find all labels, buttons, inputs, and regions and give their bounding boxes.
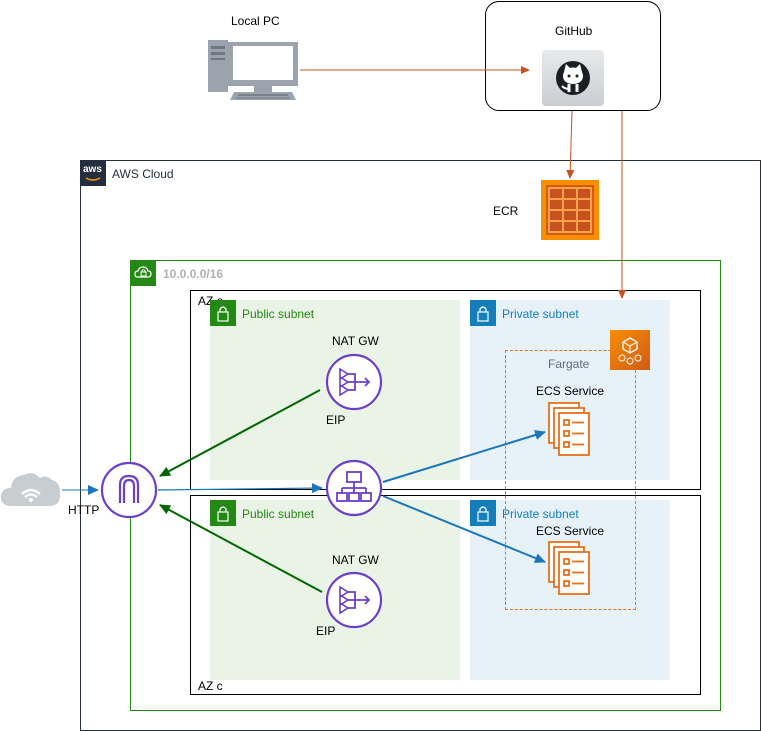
load-balancer-icon [325,459,383,520]
fargate-icon [610,330,650,370]
padlock-icon [210,500,236,526]
ecr-label: ECR [493,204,519,218]
private-subnet-c-label: Private subnet [502,507,579,521]
arrow-lb-to-ecs-c [382,495,546,563]
az-a-group [190,290,701,490]
ecs-service-c-label: ECS Service [536,524,605,538]
cloud-lock-icon [130,260,156,286]
padlock-icon [210,300,236,326]
arrow-github-to-ecr [566,110,575,179]
public-subnet-c-label: Public subnet [242,507,315,521]
fargate-group [505,350,636,610]
arrow-igw-to-lb [157,483,323,494]
padlock-icon [470,500,496,526]
private-subnet-a-label: Private subnet [502,307,579,321]
github-label: GitHub [555,24,593,38]
nat-gateway-icon [325,571,383,632]
nat-gw-a-label: NAT GW [332,334,379,348]
public-subnet-a-label: Public subnet [242,307,315,321]
github-octocat-icon [542,50,604,109]
http-label: HTTP [68,503,100,517]
ecr-registry-icon [541,180,599,243]
ecs-service-icon [547,540,597,601]
arrow-nat-a-to-igw [159,389,321,477]
aws-logo-text: aws [83,164,102,175]
az-c-group [190,495,701,695]
internet-gateway-icon [100,461,158,522]
az-c-label: AZ c [198,679,223,693]
desktop-computer-icon [208,38,300,105]
nat-gateway-icon [325,353,383,414]
eip-c-label: EIP [316,624,336,638]
internet-cloud-icon [0,466,62,513]
eip-a-label: EIP [326,413,346,427]
aws-logo-icon: aws [80,160,106,186]
ecs-service-icon [547,401,597,462]
padlock-icon [470,300,496,326]
aws-cloud-label: AWS Cloud [112,167,174,181]
ecs-service-a-label: ECS Service [536,384,605,398]
local-pc-label: Local PC [231,14,280,28]
fargate-label: Fargate [548,357,590,371]
nat-gw-c-label: NAT GW [332,553,379,567]
vpc-cidr-label: 10.0.0.0/16 [163,267,224,281]
arrow-lb-to-ecs-a [382,430,546,483]
arrow-nat-c-to-igw [159,504,323,593]
